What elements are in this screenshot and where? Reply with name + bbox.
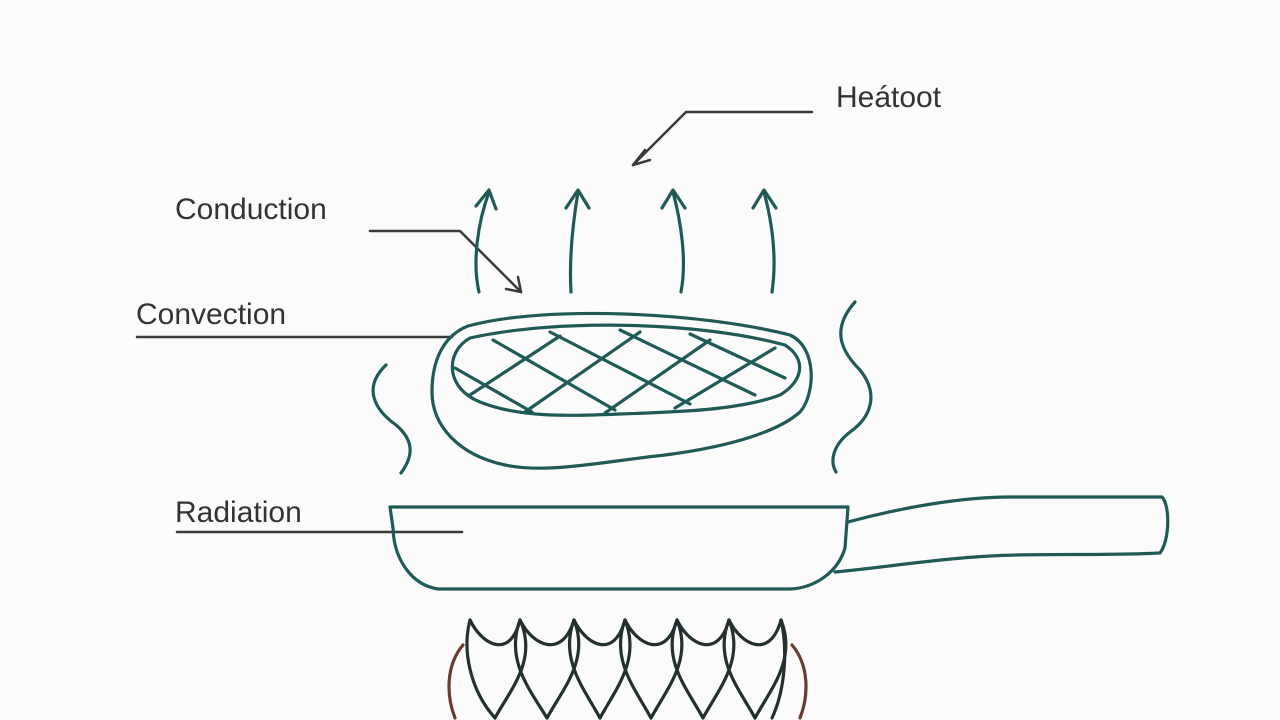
frying-pan-icon bbox=[388, 495, 1170, 591]
heat-arrows bbox=[474, 188, 778, 294]
heat-label: Heátoot bbox=[836, 81, 942, 114]
heat-arrow-icon bbox=[474, 188, 498, 294]
flame-icon bbox=[447, 618, 808, 720]
conduction-label: Conduction bbox=[175, 193, 327, 226]
heat-wave-icon bbox=[371, 363, 412, 475]
convection-label: Convection bbox=[136, 298, 286, 331]
steak-icon bbox=[430, 311, 813, 470]
heat-leader-line bbox=[631, 110, 814, 167]
radiation-label: Radiation bbox=[175, 496, 302, 529]
conduction-leader-line bbox=[368, 229, 523, 294]
heat-wave-icon bbox=[831, 300, 873, 474]
heat-arrow-icon bbox=[564, 188, 591, 294]
heat-arrow-icon bbox=[751, 188, 778, 294]
heat-arrow-icon bbox=[660, 188, 687, 294]
